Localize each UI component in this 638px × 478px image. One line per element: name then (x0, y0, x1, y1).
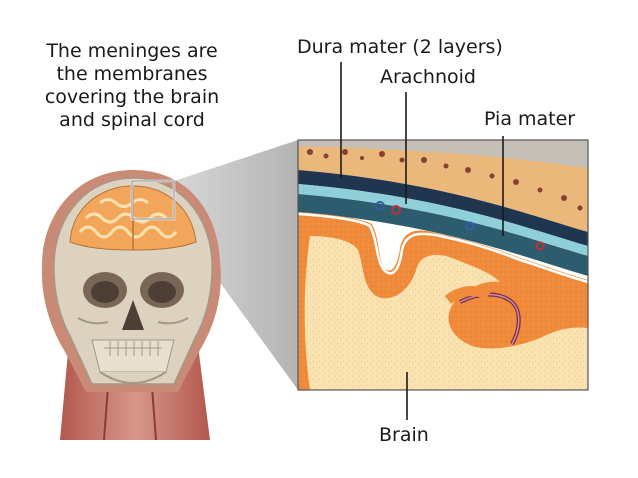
label-dura-mater: Dura mater (2 layers) (297, 36, 503, 58)
teeth (104, 341, 162, 356)
pia-mater-line (298, 212, 588, 284)
leader-lines (340, 62, 504, 420)
arachnoid-layer (298, 194, 588, 276)
intro-caption: The meninges are the membranes covering … (14, 40, 250, 132)
zoom-panel-frame (297, 139, 589, 391)
jaw (91, 339, 175, 373)
brain-white-matter (304, 236, 588, 390)
skull-bone (298, 140, 588, 232)
intro-line-3: covering the brain (44, 86, 220, 108)
zoom-beam (174, 140, 298, 390)
intro-line-4: and spinal cord (59, 109, 205, 131)
intro-line-2: the membranes (56, 63, 208, 85)
intro-line-1: The meninges are (46, 40, 218, 62)
dura-outer (298, 170, 588, 246)
skull-illustration (41, 170, 221, 441)
zoom-panel (298, 140, 588, 390)
label-arachnoid: Arachnoid (380, 66, 476, 88)
dura-inner (298, 184, 588, 256)
nasal-cavity (122, 300, 144, 330)
label-brain: Brain (379, 424, 429, 446)
label-pia-mater: Pia mater (484, 108, 576, 130)
